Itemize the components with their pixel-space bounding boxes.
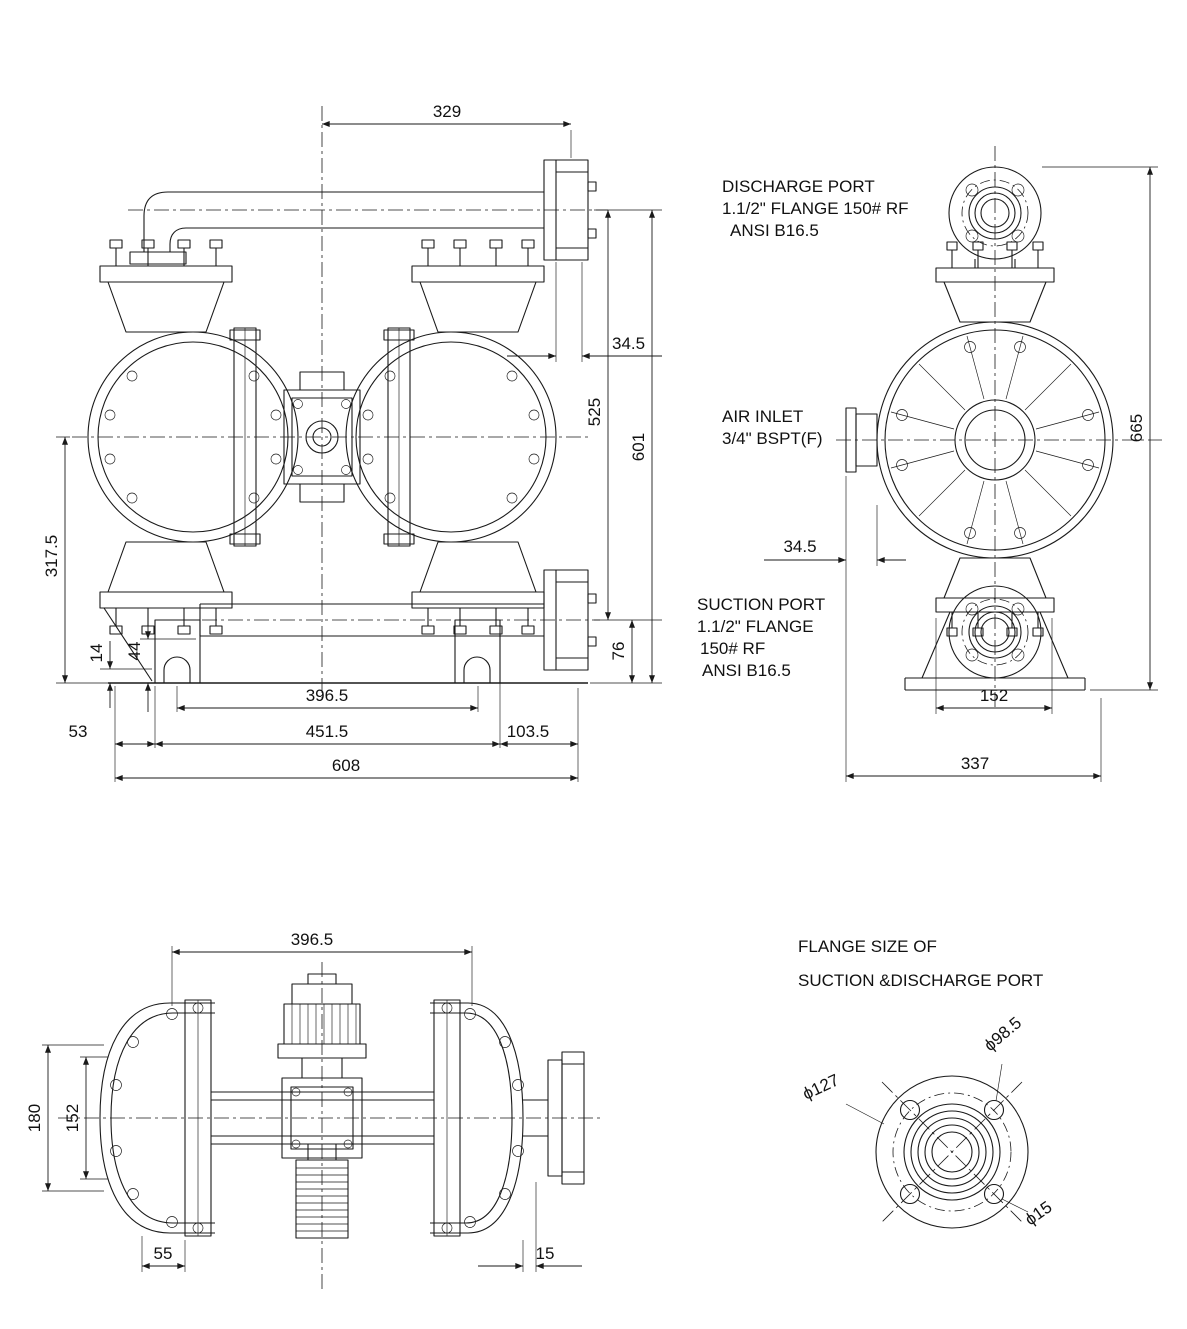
side-port-labels: DISCHARGE PORT 1.1/2" FLANGE 150# RF ANS…	[697, 177, 909, 680]
top-air-valve	[277, 973, 367, 1079]
dim-top-152: 152	[63, 1104, 82, 1132]
suction-port-label-line2: 1.1/2" FLANGE	[697, 617, 814, 636]
front-top-pipe	[129, 191, 544, 265]
air-inlet-label-line2: 3/4" BSPT(F)	[722, 429, 823, 448]
dim-front-34p5: 34.5	[612, 334, 645, 353]
dim-side-152: 152	[980, 686, 1008, 705]
side-bottom-bonnet	[935, 557, 1055, 637]
dia-98p5-label: ϕ98.5	[980, 1013, 1025, 1055]
front-feet	[103, 607, 588, 684]
dim-665: 665	[1127, 414, 1146, 442]
dim-525: 525	[585, 398, 604, 426]
front-view: 329 317.5 14 44 396.5 53 451.5 103.5 608	[42, 102, 662, 782]
side-dimensions: 665 34.5 152 337	[764, 166, 1158, 782]
front-discharge-flange	[543, 159, 597, 362]
suction-port-label-line3: 150# RF	[700, 639, 765, 658]
dim-180: 180	[25, 1104, 44, 1132]
side-view: DISCHARGE PORT 1.1/2" FLANGE 150# RF ANS…	[697, 146, 1162, 782]
side-suction-flange	[948, 585, 1042, 679]
flange-title-line2: SUCTION &DISCHARGE PORT	[798, 971, 1043, 990]
top-outline	[99, 999, 524, 1237]
dim-side-34p5: 34.5	[783, 537, 816, 556]
top-centerlines	[58, 962, 600, 1292]
dim-44: 44	[125, 642, 144, 661]
discharge-port-label-line3: ANSI B16.5	[730, 221, 819, 240]
dim-14: 14	[87, 644, 106, 663]
side-air-inlet	[845, 407, 878, 473]
dim-76: 76	[609, 642, 628, 661]
top-dimensions: 396.5 180 152 55 15	[25, 930, 582, 1272]
dim-317p5: 317.5	[42, 535, 61, 578]
flange-detail: FLANGE SIZE OF SUCTION &DISCHARGE PORT ϕ…	[798, 937, 1056, 1229]
dim-337: 337	[961, 754, 989, 773]
front-right-chamber	[345, 327, 557, 547]
dim-451p5: 451.5	[306, 722, 349, 741]
top-discharge-pipe	[523, 1051, 585, 1185]
flange-title-line1: FLANGE SIZE OF	[798, 937, 937, 956]
dim-top-396p5: 396.5	[291, 930, 334, 949]
dim-329: 329	[433, 102, 461, 121]
suction-port-label-line1: SUCTION PORT	[697, 595, 825, 614]
dia-15-label: ϕ15	[1021, 1197, 1055, 1229]
front-center-body	[283, 371, 361, 503]
front-bottom-caps	[99, 541, 545, 635]
dim-53: 53	[69, 722, 88, 741]
dim-608: 608	[332, 756, 360, 775]
dim-396p5: 396.5	[306, 686, 349, 705]
dim-55: 55	[154, 1244, 173, 1263]
flange-callouts: ϕ127 ϕ98.5 ϕ15	[800, 1013, 1056, 1229]
dim-601: 601	[629, 433, 648, 461]
side-top-bonnet	[935, 241, 1055, 323]
dia-127-label: ϕ127	[800, 1070, 842, 1103]
side-discharge-flange	[948, 166, 1042, 268]
front-top-caps	[99, 239, 545, 333]
suction-port-label-line4: ANSI B16.5	[702, 661, 791, 680]
front-dimensions: 329 317.5 14 44 396.5 53 451.5 103.5 608	[42, 102, 662, 782]
top-view: 396.5 180 152 55 15	[25, 930, 600, 1292]
side-centerlines	[836, 146, 1162, 708]
discharge-port-label-line1: DISCHARGE PORT	[722, 177, 875, 196]
air-inlet-label-line1: AIR INLET	[722, 407, 803, 426]
dim-103p5: 103.5	[507, 722, 550, 741]
dim-15: 15	[536, 1244, 555, 1263]
top-muffler	[295, 1143, 349, 1239]
flange-face	[875, 1075, 1029, 1229]
discharge-port-label-line2: 1.1/2" FLANGE 150# RF	[722, 199, 909, 218]
front-centerlines	[72, 106, 608, 700]
